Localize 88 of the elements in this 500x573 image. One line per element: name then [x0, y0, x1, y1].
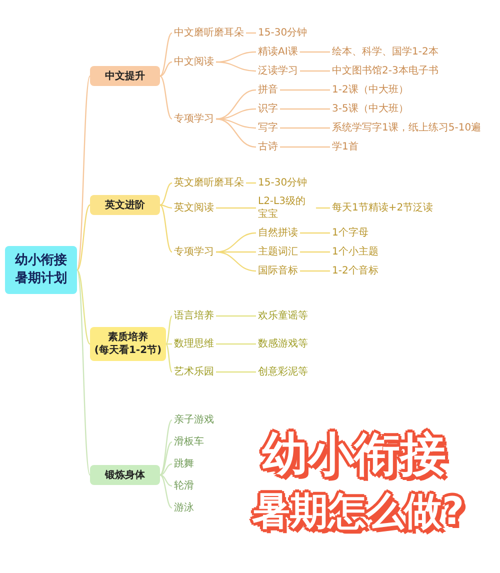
connector-line [216, 371, 256, 373]
topic-text: 1个小主题 [330, 246, 380, 258]
topic-text: 数感游戏等 [256, 338, 310, 350]
connector-line [300, 70, 330, 72]
topic-text: 数理思维 [172, 338, 216, 350]
topic-text: 轮滑 [172, 480, 196, 492]
topic-text: 精读AI课 [256, 46, 300, 58]
connector-line [300, 270, 330, 272]
topic-text: 英文进阶 [105, 198, 145, 212]
topic-text: 中文阅读 [172, 56, 216, 68]
connector-line [76, 76, 91, 270]
branch-topic-box [90, 465, 160, 485]
connector-line [160, 204, 172, 252]
connector-line [166, 344, 172, 372]
connector-line [216, 207, 256, 209]
connector-line [160, 204, 172, 209]
topic-text: 艺术乐园 [172, 366, 216, 378]
topic-text: 语言培养 [172, 310, 216, 322]
connector-line [246, 32, 256, 34]
connector-line [280, 127, 330, 129]
topic-text: 幼小衔接暑期计划 [14, 252, 68, 288]
topic-text: 素质培养 [108, 331, 148, 344]
topic-text: 自然拼读 [256, 226, 300, 240]
connector-line [160, 420, 172, 476]
connector-line [160, 75, 172, 120]
connector-line [280, 146, 330, 148]
topic-text: 写字 [256, 122, 280, 134]
connector-line [216, 89, 256, 120]
topic-text: 15-30分钟 [256, 176, 310, 190]
connector-line [160, 441, 172, 476]
branch-topic-box [90, 327, 166, 361]
topic-text: 英文磨听磨耳朵 [172, 176, 246, 190]
connector-line [246, 182, 256, 184]
topic-text: 游泳 [172, 502, 196, 514]
connector-line [216, 251, 256, 272]
topic-text: 锻炼身体 [105, 468, 145, 482]
topic-text: 识字 [256, 102, 280, 116]
connector-line [280, 89, 330, 91]
connector-line [300, 251, 330, 253]
connector-line [300, 51, 330, 53]
topic-text: 国际音标 [256, 264, 300, 278]
topic-text: 主题词汇 [256, 246, 300, 258]
topic-text: 3-5课（中大班） [330, 102, 410, 116]
topic-text: 泛读学习 [256, 64, 300, 78]
topic-text: 中文磨听磨耳朵 [172, 26, 246, 40]
connector-line [160, 474, 172, 509]
topic-text: 每天1节精读+2节泛读 [330, 202, 436, 214]
topic-text: (每天看1-2节) [94, 344, 162, 357]
topic-text: 专项学习 [172, 246, 216, 258]
connector-line [76, 204, 90, 270]
topic-text: 欢乐童谣等 [256, 310, 310, 322]
topic-text: 滑板车 [172, 436, 206, 448]
connector-line [76, 270, 90, 344]
topic-text: 亲子游戏 [172, 414, 216, 426]
topic-text: 1-2课（中大班） [330, 84, 410, 96]
connector-line [76, 270, 91, 476]
connector-line [316, 207, 330, 209]
connector-line [216, 343, 256, 345]
topic-text: 绘本、科学、国学1-2本 [330, 46, 440, 58]
connector-line [160, 32, 172, 77]
topic-text: 1-2个音标 [330, 264, 380, 278]
topic-text: L2-L3级的宝宝 [256, 195, 316, 221]
topic-text: 专项学习 [172, 112, 216, 126]
connector-line [166, 316, 172, 344]
connector-line [160, 182, 172, 206]
topic-text: 学1首 [330, 140, 360, 154]
connector-line [280, 108, 330, 110]
topic-text: 跳舞 [172, 458, 196, 470]
topic-text: 创意彩泥等 [256, 366, 310, 378]
connector-line [160, 463, 172, 476]
topic-text: 英文阅读 [172, 202, 216, 214]
connector-line [160, 474, 172, 487]
central-topic-box [5, 246, 77, 294]
topic-text: 古诗 [256, 140, 280, 154]
connector-line [216, 61, 256, 72]
connector-line [216, 315, 256, 317]
topic-text: 系统学写字1课，纸上练习5-10遍 [330, 122, 484, 134]
topic-text: 拼音 [256, 84, 280, 96]
topic-text: 1个字母 [330, 226, 370, 240]
connector-line [160, 61, 172, 77]
connector-line [300, 232, 330, 234]
topic-text: 15-30分钟 [256, 26, 310, 40]
connector-line [216, 118, 256, 148]
topic-text: 中文图书馆2-3本电子书 [330, 64, 440, 78]
branch-topic-box [90, 195, 160, 215]
branch-topic-box [90, 66, 160, 86]
topic-text: 中文提升 [105, 70, 145, 82]
connector-line [216, 232, 256, 253]
